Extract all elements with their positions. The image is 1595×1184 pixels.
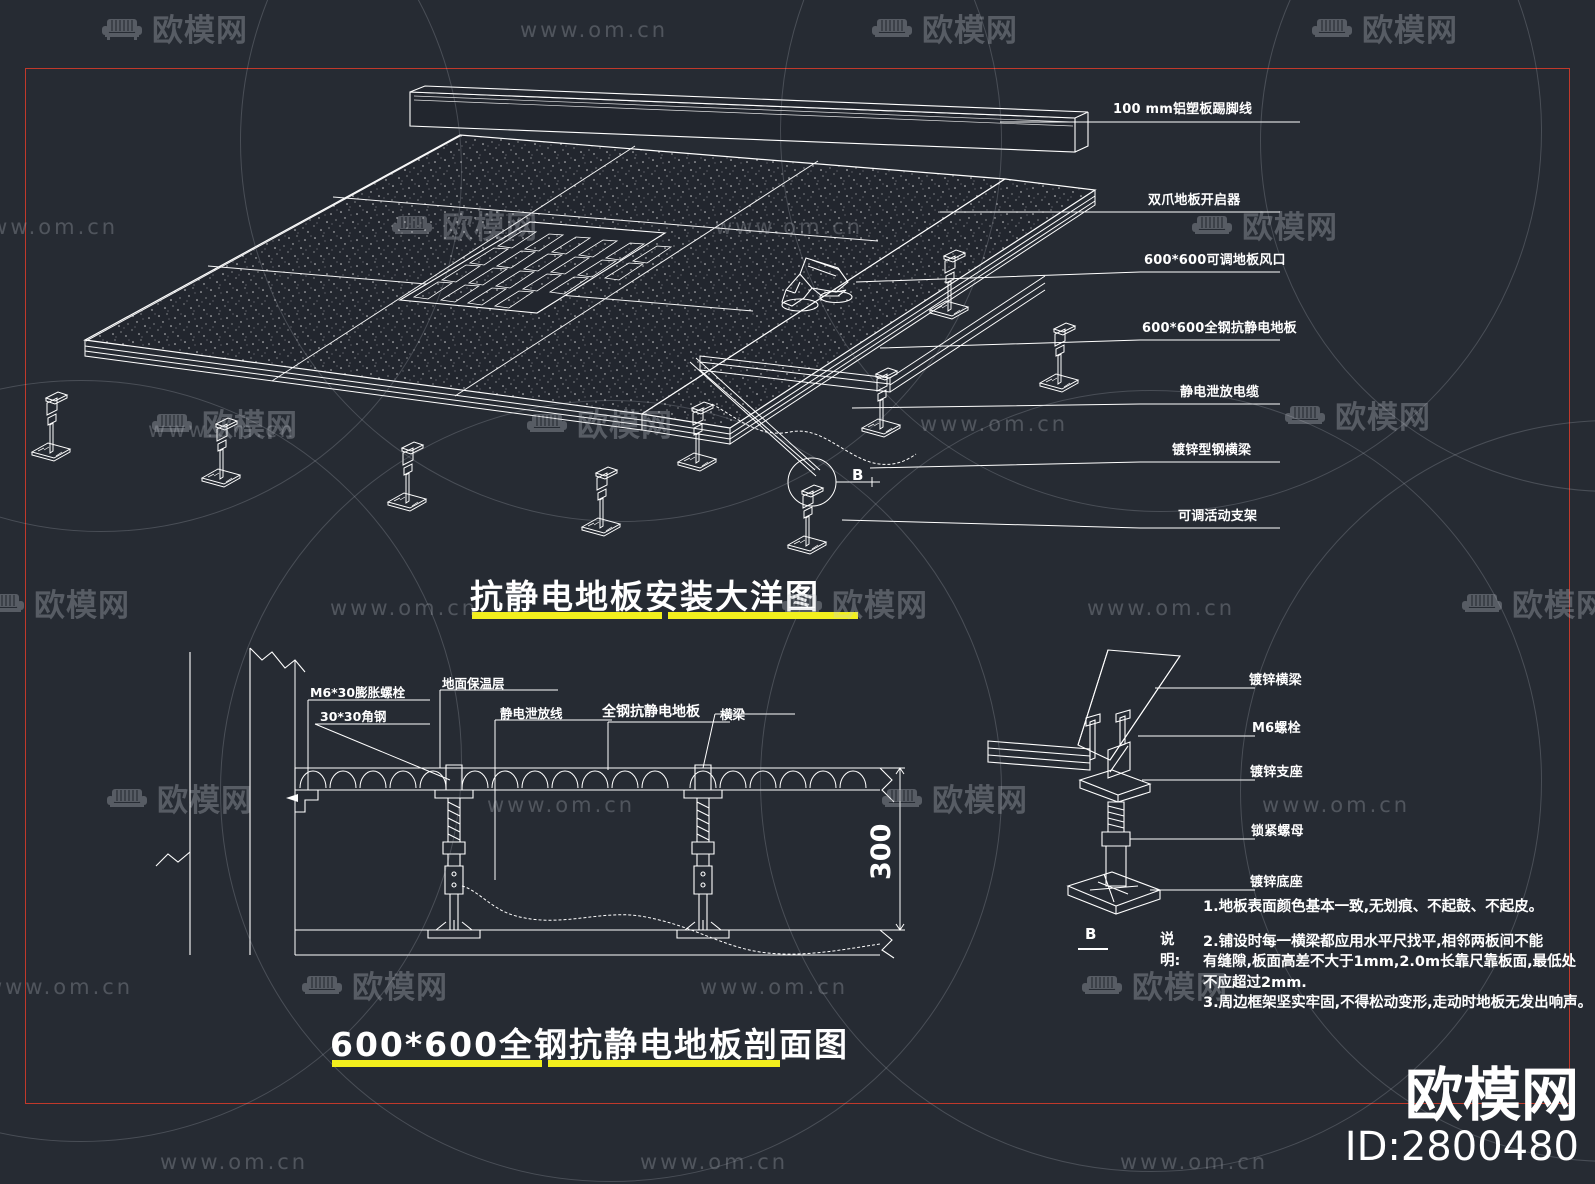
isometric-leader-lines xyxy=(841,121,1300,529)
floor-air-grille xyxy=(398,221,673,314)
section-label-discharge-wire: 静电泄放线 xyxy=(500,706,563,721)
note-item: 不应超过2mm. xyxy=(1203,974,1307,991)
floor-slab-edge xyxy=(84,190,1096,445)
notes-kicker-line-2: 明: xyxy=(1160,952,1181,969)
section-discharge-cable xyxy=(461,885,881,955)
section-title-underline xyxy=(332,1060,542,1067)
isometric-raised-floor xyxy=(31,85,1097,555)
section-view-raised-floor xyxy=(155,647,905,959)
leader-label-pedestal: 可调活动支架 xyxy=(1178,509,1258,524)
isometric-view-title: 抗静电地板安装大洋图 xyxy=(470,577,820,616)
detail-label-galv-base: 镀锌底座 xyxy=(1250,875,1303,890)
note-item: 有缝隙,板面高差不大于1mm,2.0m长靠尺靠板面,最低处 xyxy=(1203,954,1577,971)
leader-label-floor-lifter: 双爪地板开启器 xyxy=(1148,193,1241,208)
steel-beam xyxy=(689,275,1046,477)
section-title-underline xyxy=(548,1060,780,1067)
static-discharge-cable xyxy=(711,403,917,465)
detail-label-galv-beam: 镀锌横梁 xyxy=(1249,673,1302,688)
leader-label-air-grille: 600*600可调地板风口 xyxy=(1144,253,1286,268)
notes-kicker: 说 明: xyxy=(1160,930,1180,971)
detail-callout-b xyxy=(787,457,880,507)
notes-kicker-line-1: 说 xyxy=(1160,932,1175,948)
brand-watermark: 欧模网 ID:2800480 xyxy=(1345,1066,1579,1170)
section-leader-lines xyxy=(307,689,795,880)
section-label-angle-steel: 30*30角钢 xyxy=(320,709,387,724)
isometric-title-underline xyxy=(668,612,858,619)
section-label-expansion-bolt: M6*30膨胀螺栓 xyxy=(310,685,406,700)
model-id: ID:2800480 xyxy=(1344,1124,1579,1170)
leader-label-steel-floor: 600*600全钢抗静电地板 xyxy=(1142,321,1297,336)
section-label-beam: 横梁 xyxy=(720,707,746,722)
pedestal-detail-b xyxy=(987,649,1255,915)
leader-label-steel-beam: 镀锌型钢横梁 xyxy=(1172,443,1252,458)
leader-label-skirting: 100 mm铝塑板踢脚线 xyxy=(1113,102,1253,117)
section-view-title: 600*600全钢抗静电地板剖面图 xyxy=(330,1025,850,1064)
floor-panel-lifter xyxy=(781,257,853,312)
notes-block: 1.地板表面颜色基本一致,无划痕、不起鼓、不起皮。 2.铺设时每一横梁都应用水平… xyxy=(1203,897,1592,1014)
detail-mark-underline xyxy=(1078,948,1108,950)
section-pedestal xyxy=(427,764,481,939)
section-pedestal xyxy=(676,764,730,939)
section-dimension-300: 300 xyxy=(866,823,897,880)
dimension-300 xyxy=(860,767,905,931)
detail-label-galv-head: 镀锌支座 xyxy=(1250,765,1303,780)
detail-label-m6-bolt: M6螺栓 xyxy=(1252,721,1301,736)
isometric-callout-mark: B xyxy=(852,466,864,484)
note-item: 1.地板表面颜色基本一致,无划痕、不起鼓、不起皮。 xyxy=(1203,899,1544,915)
note-item: 3.周边框架坚实牢固,不得松动变形,走动时地板无发出响声。 xyxy=(1203,995,1593,1012)
isometric-title-underline xyxy=(472,612,662,619)
section-label-insulation: 地面保温层 xyxy=(442,676,505,691)
detail-label-lock-nut: 锁紧螺母 xyxy=(1251,824,1304,839)
note-item: 2.铺设时每一横梁都应用水平尺找平,相邻两板间不能 xyxy=(1203,933,1544,950)
section-label-steel-floor: 全钢抗静电地板 xyxy=(602,704,700,720)
drawing-border xyxy=(25,68,1570,1104)
detail-mark-b: B xyxy=(1085,925,1097,943)
aluminium-skirting xyxy=(409,85,1089,153)
brand-name: 欧模网 xyxy=(1404,1061,1579,1129)
leader-label-discharge-cable: 静电泄放电缆 xyxy=(1180,385,1260,400)
floor-grid-lines xyxy=(85,135,879,397)
